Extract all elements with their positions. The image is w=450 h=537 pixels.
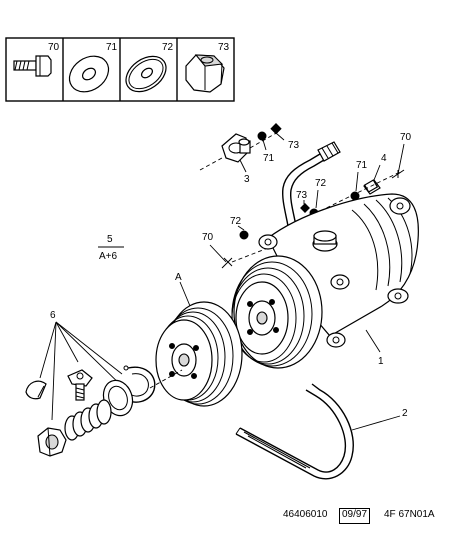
valve-part-4 xyxy=(363,179,381,195)
callout-1: 1 xyxy=(378,356,384,367)
callout-71-top: 71 xyxy=(263,153,275,164)
fraction-numerator: 5 xyxy=(107,234,113,245)
callout-6: 6 xyxy=(50,310,56,321)
callout-70-right: 70 xyxy=(400,132,412,143)
callout-4: 4 xyxy=(381,153,387,164)
drive-belt-part-2 xyxy=(235,383,354,480)
fastener-legend-box xyxy=(5,37,235,102)
nut-73-marker xyxy=(270,123,282,135)
callout-2: 2 xyxy=(402,408,408,419)
clutch-pulley-assembly-A xyxy=(155,301,243,407)
legend-number-72: 72 xyxy=(162,42,174,53)
legend-number-73: 73 xyxy=(218,42,230,53)
footer-code: 4F 67N01A xyxy=(384,509,435,520)
washer-72-left-marker xyxy=(239,230,249,240)
woodruff-key-part xyxy=(25,380,47,400)
callout-71-right: 71 xyxy=(356,160,368,171)
hub-nut-part xyxy=(37,427,67,457)
callout-73-top: 73 xyxy=(288,140,300,151)
washer-71-marker xyxy=(257,131,267,141)
legend-number-70: 70 xyxy=(48,42,60,53)
callout-70-left: 70 xyxy=(202,232,214,243)
clip-screw-part xyxy=(67,369,93,401)
pipe-union-part-3 xyxy=(221,133,251,163)
fraction-label: 5 A+6 xyxy=(98,234,124,262)
shaped-washer-icon xyxy=(125,55,167,93)
spring-part xyxy=(64,399,112,441)
footer-date-box: 09/97 xyxy=(339,508,371,524)
bolt-icon xyxy=(13,55,52,77)
flat-washer-icon xyxy=(68,55,110,93)
callout-72-mid: 72 xyxy=(315,178,327,189)
fraction-denominator: A+6 xyxy=(99,251,118,262)
callout-72-left: 72 xyxy=(230,216,242,227)
nut-73-mid-marker xyxy=(300,203,310,213)
legend-number-71: 71 xyxy=(106,42,118,53)
compressor-part-1 xyxy=(231,193,419,369)
callout-A: A xyxy=(175,272,182,283)
footer-part-ref: 46406010 xyxy=(283,509,328,520)
hex-nut-icon xyxy=(185,54,225,93)
callout-3: 3 xyxy=(244,174,250,185)
callout-73-mid: 73 xyxy=(296,190,308,201)
